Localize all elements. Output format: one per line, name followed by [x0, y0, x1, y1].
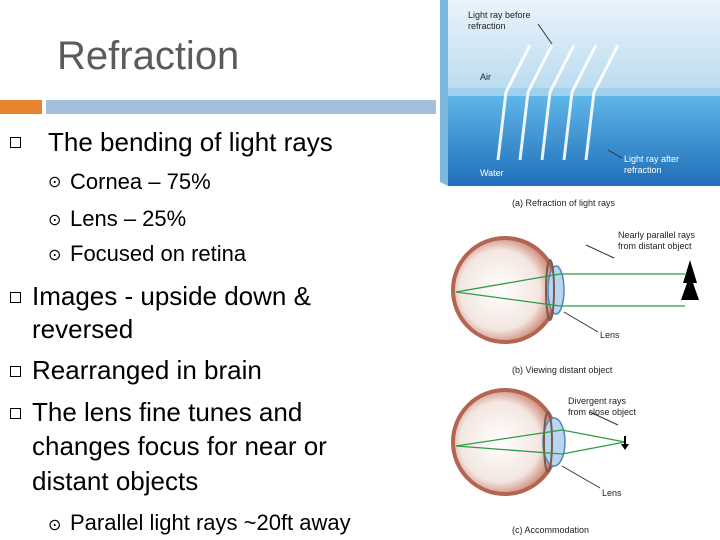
- slide-title: Refraction: [57, 34, 240, 78]
- bullet-text: Rearranged in brain: [32, 355, 262, 385]
- label-after-refraction: refraction: [624, 165, 662, 175]
- label-before-refraction: refraction: [468, 21, 506, 31]
- sub-bullet-icon: ⊙: [48, 174, 62, 191]
- bullet-box-icon: [10, 137, 21, 148]
- refraction-figure: Light ray before refraction Air Water Li…: [440, 0, 720, 535]
- label-water: Water: [480, 168, 504, 178]
- label-parallel-rays: from distant object: [618, 241, 692, 251]
- bullet-box-icon: [10, 366, 21, 377]
- caption-c: (c) Accommodation: [512, 525, 589, 535]
- sub-bullet-icon: ⊙: [48, 247, 62, 264]
- bullet-text: The bending of light rays: [48, 127, 333, 157]
- bullet-text: The lens fine tunes and: [32, 397, 303, 427]
- bullet-text: distant objects: [32, 466, 199, 496]
- label-lens: Lens: [600, 330, 620, 340]
- label-before-refraction: Light ray before: [468, 10, 531, 20]
- accent-square: [0, 100, 42, 114]
- eye-accommodation-diagram: [451, 388, 629, 496]
- bullet-text: changes focus for near or: [32, 431, 327, 461]
- label-divergent-rays: Divergent rays: [568, 396, 627, 406]
- bullet-box-icon: [10, 408, 21, 419]
- sub-bullet-text: Cornea – 75%: [70, 169, 211, 194]
- sub-bullet-icon: ⊙: [48, 517, 62, 534]
- sub-bullet-text: Focused on retina: [70, 241, 247, 266]
- bullet-text: Images - upside down &: [32, 281, 311, 311]
- caption-a: (a) Refraction of light rays: [512, 198, 616, 208]
- eye-distant-diagram: [451, 236, 699, 344]
- refraction-box-panel: [440, 0, 720, 186]
- caption-b: (b) Viewing distant object: [512, 365, 613, 375]
- sub-bullet-text: Lens – 25%: [70, 206, 187, 231]
- sub-bullet-icon: ⊙: [48, 212, 62, 229]
- label-divergent-rays: from close object: [568, 407, 637, 417]
- title-underline-bar: [46, 100, 436, 114]
- label-lens: Lens: [602, 488, 622, 498]
- label-air: Air: [480, 72, 491, 82]
- bullet-box-icon: [10, 292, 21, 303]
- sub-bullet-text: Parallel light rays ~20ft away: [70, 510, 351, 535]
- bullet-text: reversed: [32, 314, 134, 344]
- label-after-refraction: Light ray after: [624, 154, 679, 164]
- label-parallel-rays: Nearly parallel rays: [618, 230, 696, 240]
